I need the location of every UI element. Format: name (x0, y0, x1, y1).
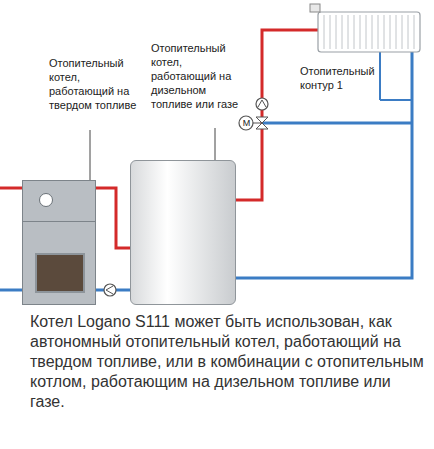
radiator-fin (336, 15, 337, 49)
fuel-door (35, 253, 85, 293)
circuit-label: Отопительный контур 1 (300, 64, 404, 92)
pump-symbol (258, 100, 266, 107)
gas-boiler: Отопительный котел, работающий на дизель… (130, 160, 236, 305)
radiator-fin (384, 15, 385, 49)
solid-fuel-boiler: Отопительный котел, работающий на твердо… (22, 180, 96, 305)
thermostat-valve (310, 4, 320, 12)
radiator (318, 12, 420, 52)
motor-letter: M (241, 116, 252, 130)
radiator-fins (324, 15, 414, 49)
radiator-fin (390, 15, 391, 49)
return-pipe (0, 289, 22, 292)
return-pipe (379, 52, 381, 100)
pump-symbol (104, 284, 116, 296)
motor-symbol (239, 116, 253, 130)
radiator-fin (396, 15, 397, 49)
return-pipe (262, 122, 412, 125)
supply-pipe (0, 187, 22, 190)
return-pipe (380, 99, 412, 101)
pump-symbol (256, 98, 268, 110)
pipe-connector (96, 188, 130, 248)
pump-symbol (106, 286, 113, 294)
return-pipe (236, 52, 412, 278)
radiator-fin (402, 15, 403, 49)
boiler-label: Отопительный котел, работающий на дизель… (151, 41, 247, 111)
radiator-fin (360, 15, 361, 49)
caption: Котел Logano S111 может быть использован… (30, 312, 428, 412)
boiler-panel (23, 221, 95, 222)
radiator-fin (372, 15, 373, 49)
inspection-port (39, 193, 53, 207)
radiator-fin (330, 15, 331, 49)
radiator-fin (366, 15, 367, 49)
radiator-fin (414, 15, 415, 49)
radiator-fin (324, 15, 325, 49)
radiator-fin (378, 15, 379, 49)
radiator-fin (408, 15, 409, 49)
supply-pipe (236, 30, 318, 200)
radiator-fin (342, 15, 343, 49)
radiator-fin (354, 15, 355, 49)
boiler-label: Отопительный котел, работающий на твердо… (49, 56, 137, 112)
radiator-fin (348, 15, 349, 49)
